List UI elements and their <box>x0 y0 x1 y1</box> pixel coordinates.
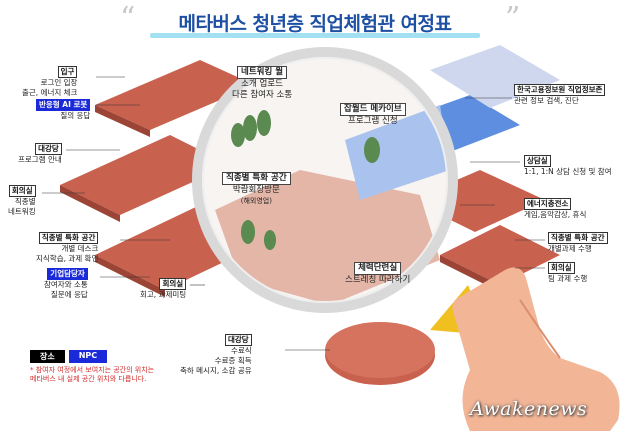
label-meeting-room-2: 회의실 회고, 과제미팅 <box>140 278 187 299</box>
upper-left-floor-side <box>95 105 150 137</box>
legend: 장소 NPC <box>30 350 108 363</box>
magnified-blue-floor <box>345 105 450 200</box>
label-company-staff: 기업담당자 참여자와 소통 질문에 응답 <box>44 268 88 299</box>
label-energy-station: 에너지충전소 게임,음악감상, 휴식 <box>524 198 587 219</box>
brand-watermark: Awakenews <box>470 398 588 420</box>
pointing-hand-icon <box>430 267 620 431</box>
title-underline <box>150 33 480 38</box>
label-counseling-room: 상담실 1:1, 1:N 상담 신청 및 참여 <box>524 155 612 176</box>
label-special-space-left: 직종별 특화 공간 개별 데스크 지식학습, 과제 확인 <box>36 232 99 263</box>
magnifier-ring <box>192 47 458 313</box>
footnote: * 참여자 여정에서 보여지는 공간의 위치는 메타버스 내 실제 공간 위치와… <box>30 366 155 383</box>
label-entrance: 입구 로그인 입장 출근, 에너지 체크 <box>22 66 78 97</box>
legend-npc: NPC <box>68 350 108 363</box>
close-quote-icon: ” <box>505 1 521 36</box>
lower-left-floor-side <box>95 255 165 297</box>
label-job-info-zone: 한국고용정보원 직업정보존 관련 정보 검색, 진단 <box>514 84 606 106</box>
label-networking-wall: 네트워킹 월 소개 업로드 다른 참여자 소통 <box>232 66 293 100</box>
legend-place: 장소 <box>30 350 65 363</box>
magnifier-ring-inner <box>202 57 448 303</box>
bottom-hall-floor-top <box>325 322 435 378</box>
label-graduation-hall: 대강당 수료식 수료증 획득 축하 메시지, 소감 공유 <box>180 334 252 375</box>
label-fitness-room: 체력단련실 스트레칭 따라하기 <box>345 262 411 285</box>
hand-shape <box>452 267 620 431</box>
middle-left-floor <box>60 135 230 215</box>
open-quote-icon: “ <box>120 1 136 36</box>
label-meeting-room-3: 회의실 팀 과제 수행 <box>548 262 588 283</box>
upper-left-floor <box>95 60 255 130</box>
page-title: 메타버스 청년층 직업체험관 여정표 <box>178 13 452 35</box>
label-ai-robot: 반응형 AI 로봇 질의 응답 <box>36 99 91 121</box>
label-auditorium: 대강당 프로그램 안내 <box>18 143 62 164</box>
label-special-space-center: 직종별 특화 공간 박람회장방문 (해외영업) <box>222 172 291 207</box>
label-special-space-right: 직종별 특화 공간 개별과제 수행 <box>548 232 608 254</box>
pointer-lines <box>42 76 545 351</box>
hand-shadow <box>519 299 561 359</box>
label-meeting-room-1: 회의실 직종별 네트워킹 <box>8 185 36 216</box>
label-jobworld-mecaive: 잡월드 메카이브 프로그램 신청 <box>340 103 406 127</box>
middle-left-floor-side <box>60 185 120 222</box>
plant-icon <box>231 110 380 250</box>
